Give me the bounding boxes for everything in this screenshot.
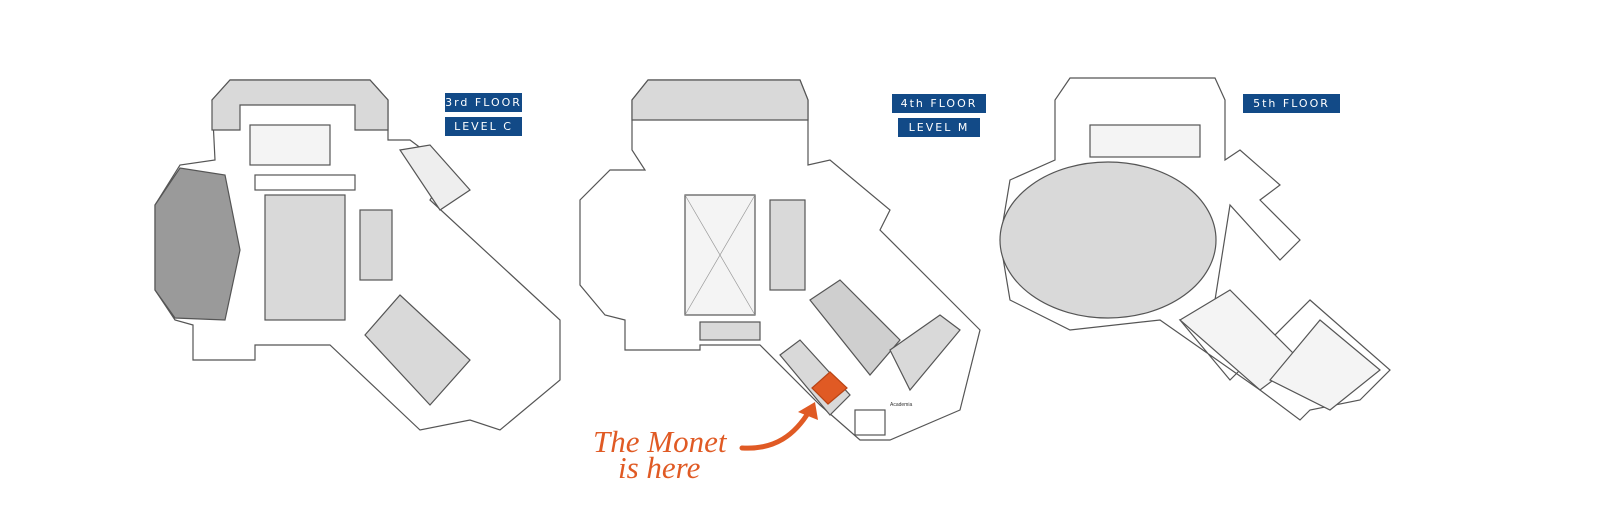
callout-line-2: is here <box>618 450 701 485</box>
floor-5-plan <box>999 77 1391 421</box>
arrowhead-icon <box>798 402 818 420</box>
floor-5-label: 5th FLOOR <box>1243 94 1340 113</box>
room-label-academia: Academia <box>890 402 912 408</box>
arrow-icon <box>739 407 813 451</box>
floor-4-label: 4th FLOOR <box>892 94 986 113</box>
floor-3-label: 3rd FLOOR <box>445 93 522 112</box>
callout-line-1: The Monet <box>593 424 727 459</box>
monet-room-highlight[interactable] <box>811 371 848 405</box>
floor-3-plan <box>154 79 561 431</box>
floor-4-plan <box>579 79 981 441</box>
level-c-label: LEVEL C <box>445 117 522 136</box>
level-m-label: LEVEL M <box>898 118 980 137</box>
